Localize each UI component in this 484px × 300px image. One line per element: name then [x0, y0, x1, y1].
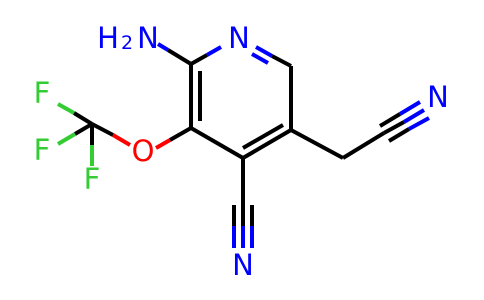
bond-o-cf3-carbon — [91, 122, 114, 137]
bond-cf3-f2-green — [56, 132, 77, 146]
bond-c4-c5-double — [242, 123, 284, 150]
bond-ch2-cn — [341, 131, 386, 160]
atom-fluorine-1: F — [34, 76, 51, 110]
atom-oxygen: O — [132, 134, 155, 168]
atom-amine-nitrogen: N — [137, 21, 159, 55]
atom-amine-hydrogen: H — [97, 21, 119, 55]
bond-n1-c2-carbon — [190, 53, 208, 66]
atom-amine-group: H 2 N — [97, 21, 159, 55]
bond-c5-ch2 — [290, 128, 344, 160]
atom-fluorine-3: F — [84, 162, 101, 196]
bond-cf3-f1 — [72, 111, 94, 126]
nitrile-side-triple-3 — [387, 127, 411, 143]
pyridine-ring — [189, 45, 293, 160]
bond-o-cf3 — [111, 133, 132, 147]
atom-fluorine-2: F — [34, 133, 51, 167]
nitrile-side-triple-2 — [383, 120, 405, 135]
bond-c2-nh2-n — [156, 42, 170, 52]
bond-c4-c5 — [241, 128, 293, 160]
bond-n1-c6-carbon — [271, 54, 292, 68]
bond-cf3-f1-green — [57, 102, 75, 115]
nitrile-side-triple-1 — [378, 112, 402, 128]
bond-cf3-f2 — [73, 122, 94, 136]
bond-c2-nh2 — [166, 48, 193, 66]
bond-c3-o — [169, 126, 192, 142]
atom-nitrile-side-nitrogen: N — [427, 80, 449, 114]
bond-n1-c2 — [206, 45, 222, 57]
bond-n1-c6-double — [251, 52, 269, 65]
bond-n1-c6 — [255, 45, 273, 58]
nitrile-side-triple-2-n — [402, 108, 426, 124]
atom-amine-subscript: 2 — [121, 32, 133, 54]
bond-c3-c4 — [190, 126, 244, 160]
atom-nitrile-ring-nitrogen: N — [232, 248, 254, 282]
atom-ring-nitrogen: N — [228, 21, 250, 55]
nitrile-side-triple-3-n — [408, 116, 430, 131]
nitrile-side-triple-1-n — [398, 100, 422, 116]
bond-c3-o-red — [155, 138, 171, 150]
